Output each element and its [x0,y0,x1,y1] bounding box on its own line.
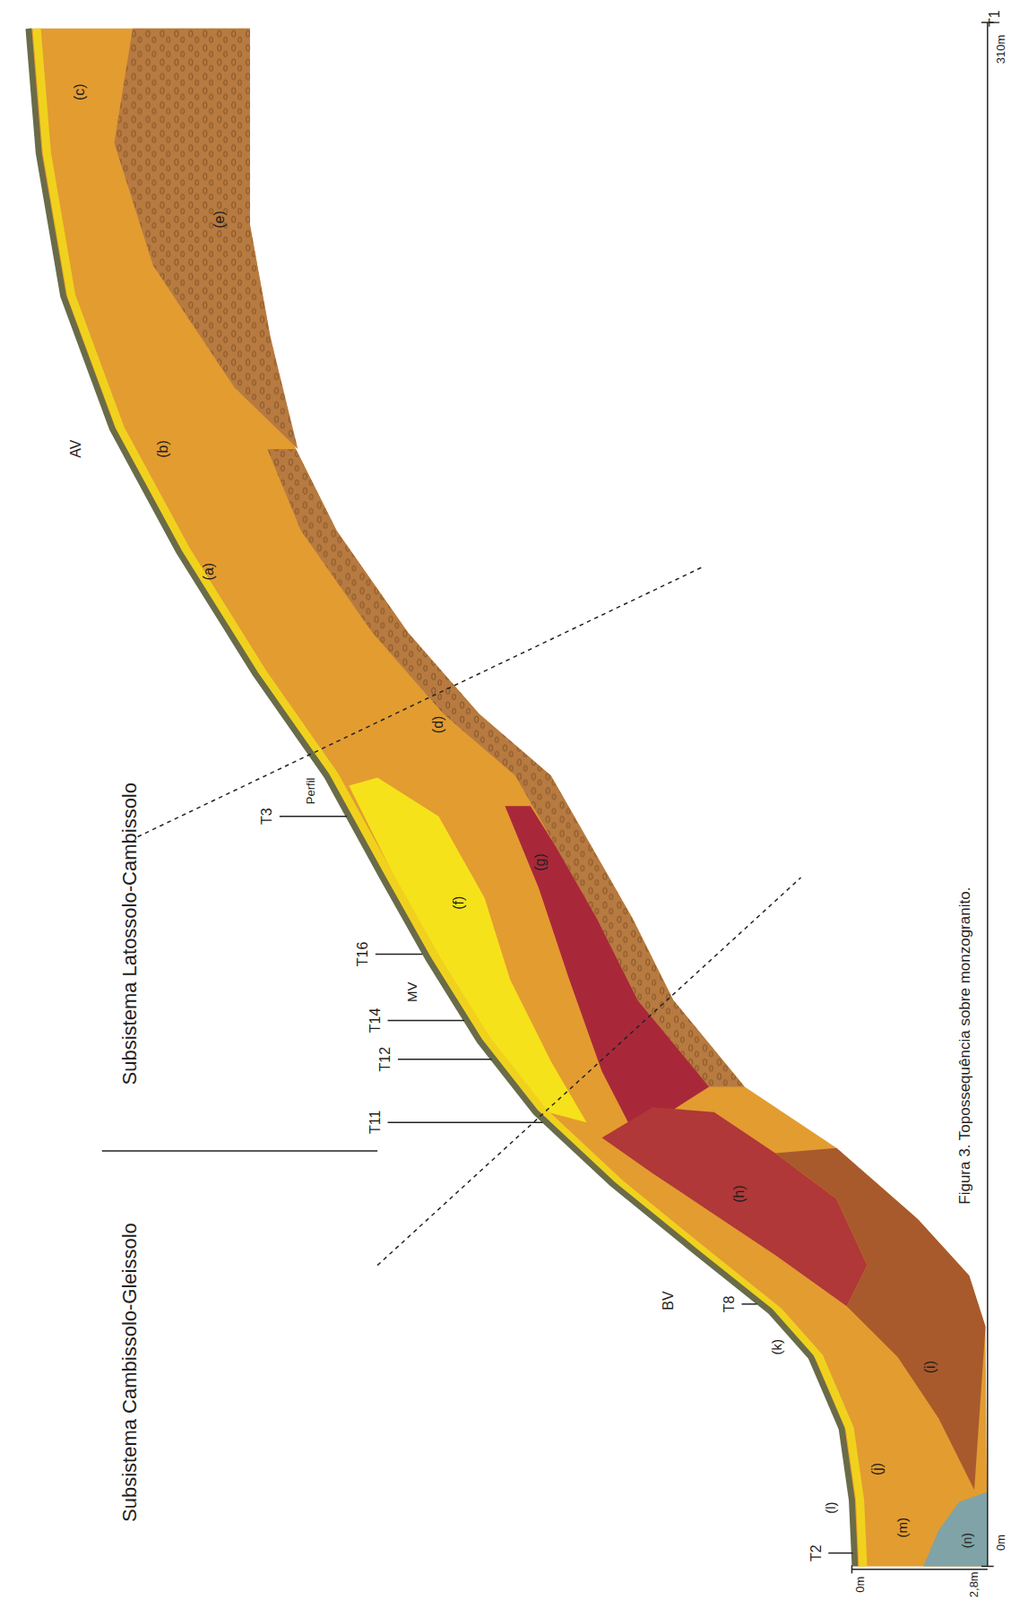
horizon-n [923,1491,988,1566]
surface-layer [28,28,856,1567]
depth-scale [851,1568,987,1570]
profile-label: T1 [986,9,1003,27]
profile-label: T12 [377,1046,394,1072]
profile-label: 2,8m [967,1571,981,1598]
profile-label: 0m [854,1576,867,1593]
profile-label: MV [405,981,421,1003]
subsystem-title: Subsistema Cambissolo-Gleissolo [119,1222,141,1522]
trench-marker [375,953,423,955]
profile-label: (g) [532,853,549,872]
profile-label: 310m [994,34,1008,65]
horizon-f [348,777,587,1123]
soil-body [28,28,988,1567]
profile-label: T2 [808,1544,825,1562]
yellow-layer [36,28,864,1567]
horizon-i [775,1148,986,1490]
profile-label: Perfil [304,777,318,805]
profile-label: T16 [354,941,372,968]
subsystem-divider [102,1149,378,1151]
profile-label: T11 [367,1110,384,1134]
baseline-axis [986,22,988,1566]
profile-label: (j) [869,1462,886,1476]
profile-label: (f) [450,896,467,910]
trench-marker [388,1121,544,1123]
scale-tick [851,1564,853,1573]
trench-marker [279,815,347,817]
axis-tick [981,1565,994,1567]
profile-label: (l) [823,1502,839,1514]
profile-label: T3 [259,807,276,825]
profile-label: (b) [155,440,172,458]
figure-caption: Figura 3. Topossequência sobre monzogran… [957,887,975,1205]
dashed-boundary [138,566,705,838]
profile-label: (k) [769,1339,786,1356]
trench-marker [397,1058,493,1060]
profile-label: (c) [71,83,88,101]
profile-label: (h) [731,1184,748,1203]
profile-label: AV [68,440,85,458]
profile-label: (d) [430,716,447,735]
profile-label: (m) [895,1517,911,1539]
profile-label: T8 [721,1296,738,1314]
profile-label: BV [660,1290,677,1310]
horizon-e [113,28,298,450]
profile-label: (a) [200,562,217,581]
trench-marker [388,1019,465,1021]
profile-label: (i) [922,1360,939,1374]
trench-marker [742,1303,758,1305]
profile-label: (n) [960,1532,975,1548]
profile-label: T14 [367,1008,384,1034]
profile-label: 0m [994,1534,1008,1551]
subsystem-title: Subsistema Latossolo-Cambissolo [119,782,141,1086]
trench-marker [828,1552,853,1554]
dashed-boundary [377,877,801,1266]
profile-label: (e) [211,210,228,229]
